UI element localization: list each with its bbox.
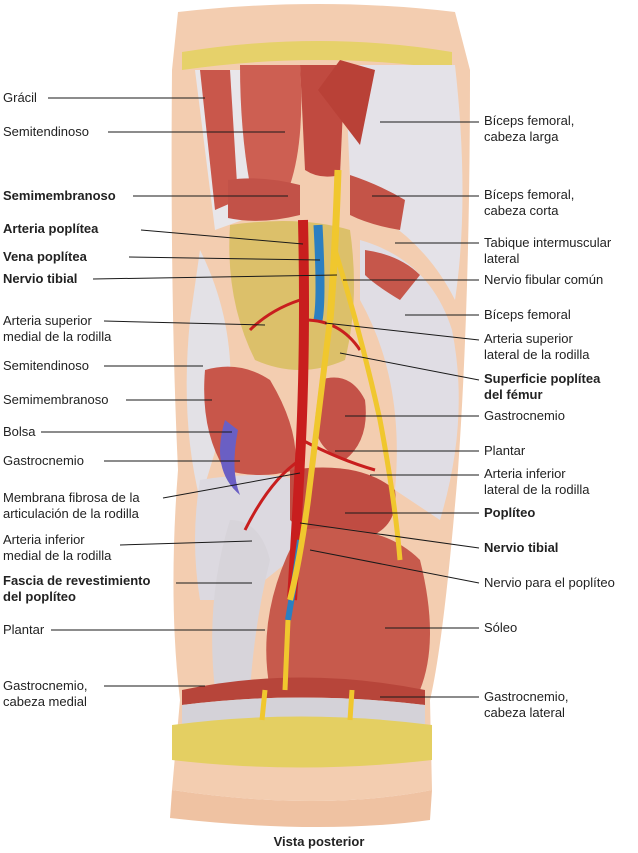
cut-calf xyxy=(172,677,432,768)
label-plantar-right: Plantar xyxy=(484,443,526,458)
label-gastrocnemio-lateral: Gastrocnemio,cabeza lateral xyxy=(484,689,569,720)
label-nervio-popliteo: Nervio para el poplíteo xyxy=(484,575,615,590)
leader-lines xyxy=(41,97,480,698)
label-soleo: Sóleo xyxy=(484,620,518,635)
label-gracil: Grácil xyxy=(3,90,37,105)
label-gastrocnemio-medial: Gastrocnemio,cabeza medial xyxy=(3,678,88,709)
label-gastrocnemio-right: Gastrocnemio xyxy=(484,408,565,423)
label-biceps-corta: Bíceps femoral,cabeza corta xyxy=(484,187,575,218)
label-semitendinoso-upper: Semitendinoso xyxy=(3,124,89,139)
bursa-shape xyxy=(220,420,240,495)
label-bolsa: Bolsa xyxy=(3,424,36,439)
label-nervio-tibial-left: Nervio tibial xyxy=(3,271,78,286)
label-plantar-left: Plantar xyxy=(3,622,45,637)
label-gastrocnemio-left: Gastrocnemio xyxy=(3,453,84,468)
label-semitendinoso-lower: Semitendinoso xyxy=(3,358,89,373)
thigh-muscles xyxy=(200,60,420,300)
label-semimembranoso-upper: Semimembranoso xyxy=(3,188,116,203)
label-semimembranoso-lower: Semimembranoso xyxy=(3,392,109,407)
label-biceps-larga: Bíceps femoral,cabeza larga xyxy=(484,113,575,144)
label-nervio-tibial-right: Nervio tibial xyxy=(484,540,559,555)
label-biceps-femoral: Bíceps femoral xyxy=(484,307,571,322)
label-nervio-fibular: Nervio fibular común xyxy=(484,272,604,287)
label-arteria-poplitea: Arteria poplítea xyxy=(3,221,99,236)
label-vena-poplitea: Vena poplítea xyxy=(3,249,87,264)
subcutaneous-fat-top xyxy=(182,41,452,70)
figure-caption: Vista posterior xyxy=(273,834,365,849)
nerves xyxy=(259,169,403,721)
label-popliteo: Poplíteo xyxy=(484,505,536,520)
vessels xyxy=(243,219,376,621)
